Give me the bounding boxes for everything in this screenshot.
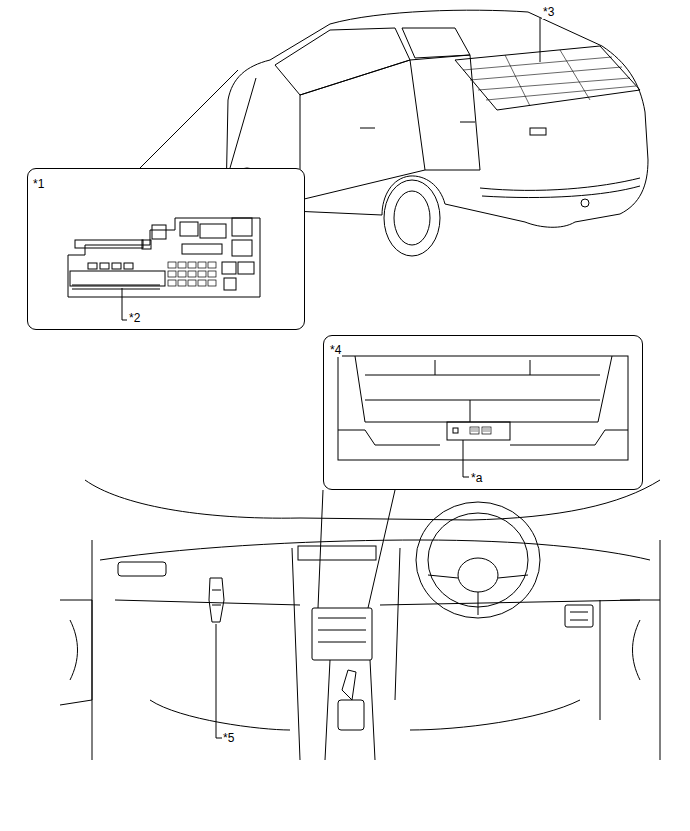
leader-line [540,18,541,62]
inset-box: *4 *a [323,335,643,490]
fuse-block [68,218,260,297]
callout-number: *a [470,471,483,485]
leader-line [122,288,127,320]
callout-number: *3 [542,5,555,19]
callout-number: *5 [222,731,235,745]
inset-box: *1 *2 [27,168,305,330]
callout-number: *4 [329,343,342,357]
callout-number: *2 [128,311,141,325]
leader-line [216,624,222,738]
part-5 [209,578,224,622]
leader-line [463,440,469,477]
leader-line [318,490,395,608]
dashboard [60,480,660,760]
ac-control-panel [338,356,628,460]
leader-line [140,70,256,168]
callout-number: *1 [32,177,45,191]
